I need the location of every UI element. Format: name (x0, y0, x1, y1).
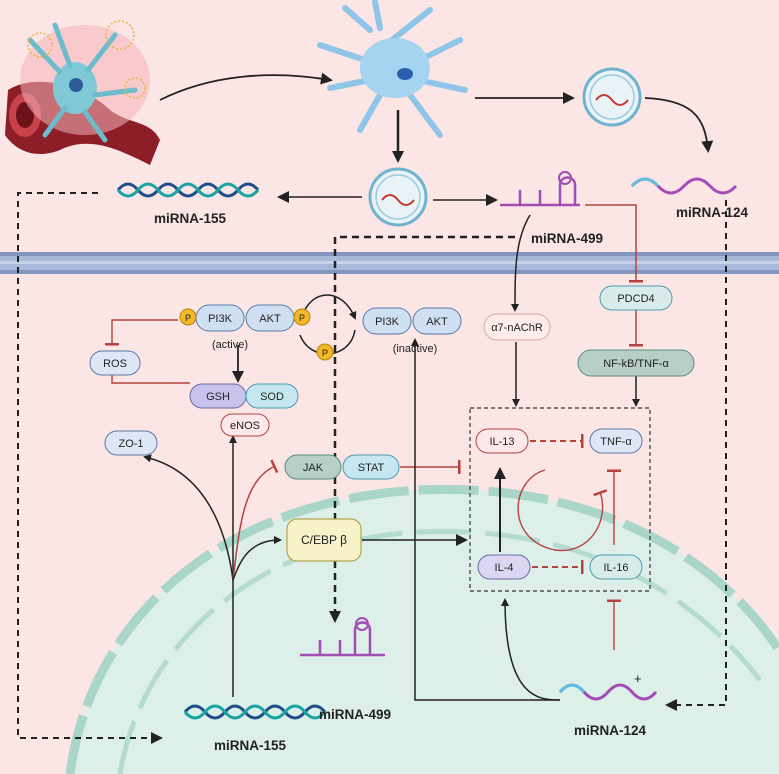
phospho-right: P (293, 308, 311, 326)
svg-text:IL-13: IL-13 (489, 436, 514, 448)
arrow-mirna155-to-cebpb (232, 536, 282, 581)
arrow-mirna155-to-zo1 (143, 454, 234, 581)
node-akt-active: AKT (245, 304, 295, 332)
exosome-top-right (582, 67, 642, 127)
svg-text:PDCD4: PDCD4 (617, 293, 654, 305)
svg-text:STAT: STAT (358, 462, 385, 474)
label-mirna155-bottom: miRNA-155 (214, 738, 287, 753)
node-gsh: GSH (189, 383, 247, 409)
label-mirna124-bottom: miRNA-124 (574, 723, 647, 738)
svg-text:IL-16: IL-16 (603, 562, 628, 574)
svg-text:C/EBP β: C/EBP β (301, 533, 347, 547)
svg-text:PI3K: PI3K (208, 313, 233, 325)
exosome-center (368, 167, 428, 227)
neurovascular-illustration (5, 20, 160, 165)
svg-text:SOD: SOD (260, 391, 284, 403)
arrow-vessel-to-neuron (159, 72, 333, 101)
svg-text:P: P (185, 313, 191, 323)
dashed-arrow-mirna124-to-nucleus (665, 200, 727, 711)
cytokine-cycle (517, 469, 608, 552)
active-label: (active) (212, 339, 248, 351)
svg-text:IL-4: IL-4 (495, 562, 514, 574)
node-pi3k-inactive: PI3K (362, 307, 412, 335)
arrow-mirna124-to-cytokines (501, 598, 561, 701)
svg-text:GSH: GSH (206, 391, 230, 403)
svg-text:JAK: JAK (303, 462, 324, 474)
node-pdcd4: PDCD4 (599, 285, 673, 311)
arrow-mirna124-to-inactive-pi3k (411, 338, 560, 701)
dashed-arrow-mirna155-to-nucleus (17, 192, 163, 744)
nucleus (65, 484, 779, 774)
svg-text:eNOS: eNOS (230, 420, 260, 432)
plus-sign: + (634, 671, 642, 686)
node-stat: STAT (342, 454, 400, 480)
mirna124-top-strand (630, 177, 738, 195)
svg-text:AKT: AKT (426, 316, 448, 328)
svg-text:AKT: AKT (259, 313, 281, 325)
mirna155-top-helix (116, 182, 260, 198)
label-mirna124-top: miRNA-124 (676, 205, 749, 220)
mirna499-bottom-hairpin (300, 617, 385, 657)
node-a7nachr: α7-nAChR (483, 313, 551, 341)
label-mirna155-top: miRNA-155 (154, 211, 227, 226)
node-enos: eNOS (220, 413, 270, 437)
node-akt-inactive: AKT (412, 307, 462, 335)
phospho-cycle: P (316, 343, 334, 361)
svg-text:TNF-α: TNF-α (600, 436, 632, 448)
mirna124-bottom-strand (558, 683, 658, 701)
label-mirna499-top: miRNA-499 (531, 231, 603, 246)
inhibit-pi3k-to-ros (105, 319, 178, 346)
svg-text:P: P (322, 348, 328, 358)
svg-text:P: P (299, 313, 305, 323)
node-sod: SOD (245, 383, 299, 409)
node-il13: IL-13 (475, 428, 529, 454)
node-tnfa: TNF-α (589, 428, 643, 454)
svg-text:α7-nAChR: α7-nAChR (491, 322, 543, 334)
mirna499-top-hairpin (500, 171, 580, 207)
node-ros: ROS (89, 350, 141, 376)
node-il16: IL-16 (589, 554, 643, 580)
label-mirna499-bottom: miRNA-499 (319, 707, 391, 722)
node-pi3k-active: PI3K (195, 304, 245, 332)
inhibit-mirna155-to-jak (232, 459, 279, 581)
arrow-mirna499-to-a7nachr (511, 214, 531, 312)
mirna155-bottom-helix (183, 704, 327, 720)
svg-text:ZO-1: ZO-1 (118, 438, 143, 450)
phospho-left: P (179, 308, 197, 326)
svg-text:NF-kB/TNF-α: NF-kB/TNF-α (603, 358, 669, 370)
svg-text:ROS: ROS (103, 358, 127, 370)
node-jak: JAK (284, 454, 342, 480)
dashed-arrow-mirna499-to-nucleus (329, 235, 515, 623)
neuron (317, 0, 468, 138)
inactive-label: (inactive) (393, 343, 438, 355)
inhibit-mirna499-to-pdcd4 (585, 204, 643, 283)
cell-membrane (0, 252, 779, 274)
node-zo1: ZO-1 (104, 430, 158, 456)
node-il4: IL-4 (477, 554, 531, 580)
arrow-exosome-to-mirna124 (644, 97, 714, 153)
svg-text:PI3K: PI3K (375, 316, 400, 328)
node-cebpb: C/EBP β (286, 518, 362, 562)
node-nfkb-tnfa: NF-kB/TNF-α (577, 349, 695, 377)
